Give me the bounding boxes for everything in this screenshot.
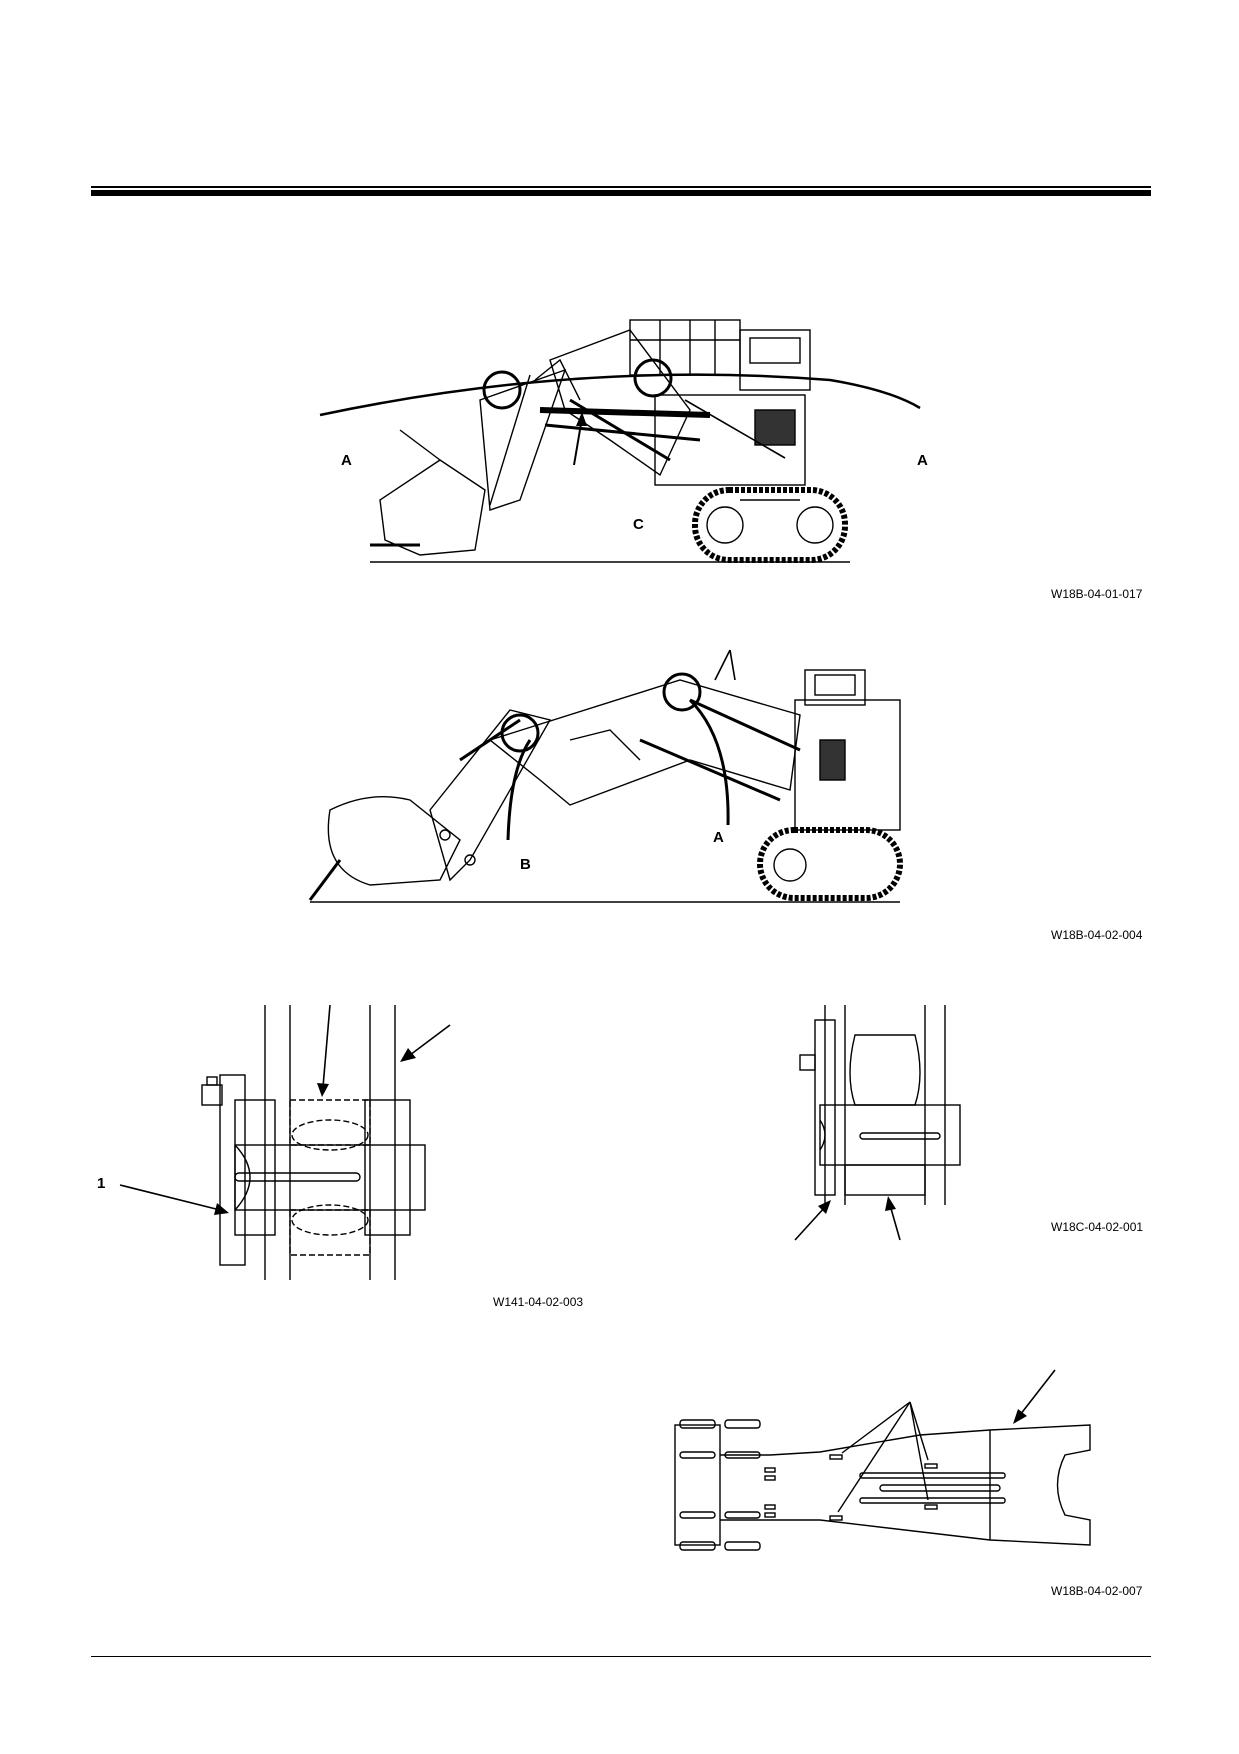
figure-pin-assembly	[785, 995, 985, 1245]
excavator-drawing-2	[308, 649, 903, 903]
fig3-label-1: 1	[97, 1175, 106, 1192]
header-rule	[91, 186, 1151, 196]
fig2-caption: W18B-04-02-004	[1051, 928, 1143, 942]
figure-excavator-pins-2	[308, 640, 910, 910]
fig4-caption: W18C-04-02-001	[1051, 1220, 1144, 1234]
pin-assembly-drawing	[794, 1005, 961, 1241]
fig3-caption: W141-04-02-003	[493, 1295, 584, 1309]
fig2-label-a: A	[713, 829, 724, 846]
figure-pin-detail	[95, 995, 475, 1285]
fig1-label-a-left: A	[341, 452, 352, 469]
fig2-label-b: B	[520, 856, 531, 873]
pin-detail-drawing	[119, 1004, 451, 1280]
fig1-caption: W18B-04-01-017	[1051, 587, 1143, 601]
figure-boom-top-view	[670, 1369, 1110, 1570]
fig5-caption: W18B-04-02-007	[1051, 1584, 1143, 1598]
excavator-drawing-1	[319, 319, 921, 563]
fig1-label-a-right: A	[917, 452, 928, 469]
header-rule-thick	[91, 190, 1151, 196]
boom-top-view-drawing	[674, 1369, 1091, 1551]
header-rule-thin	[91, 186, 1151, 188]
fig1-label-c: C	[633, 516, 644, 533]
figure-excavator-pins	[319, 300, 950, 575]
footer-rule	[91, 1656, 1151, 1657]
